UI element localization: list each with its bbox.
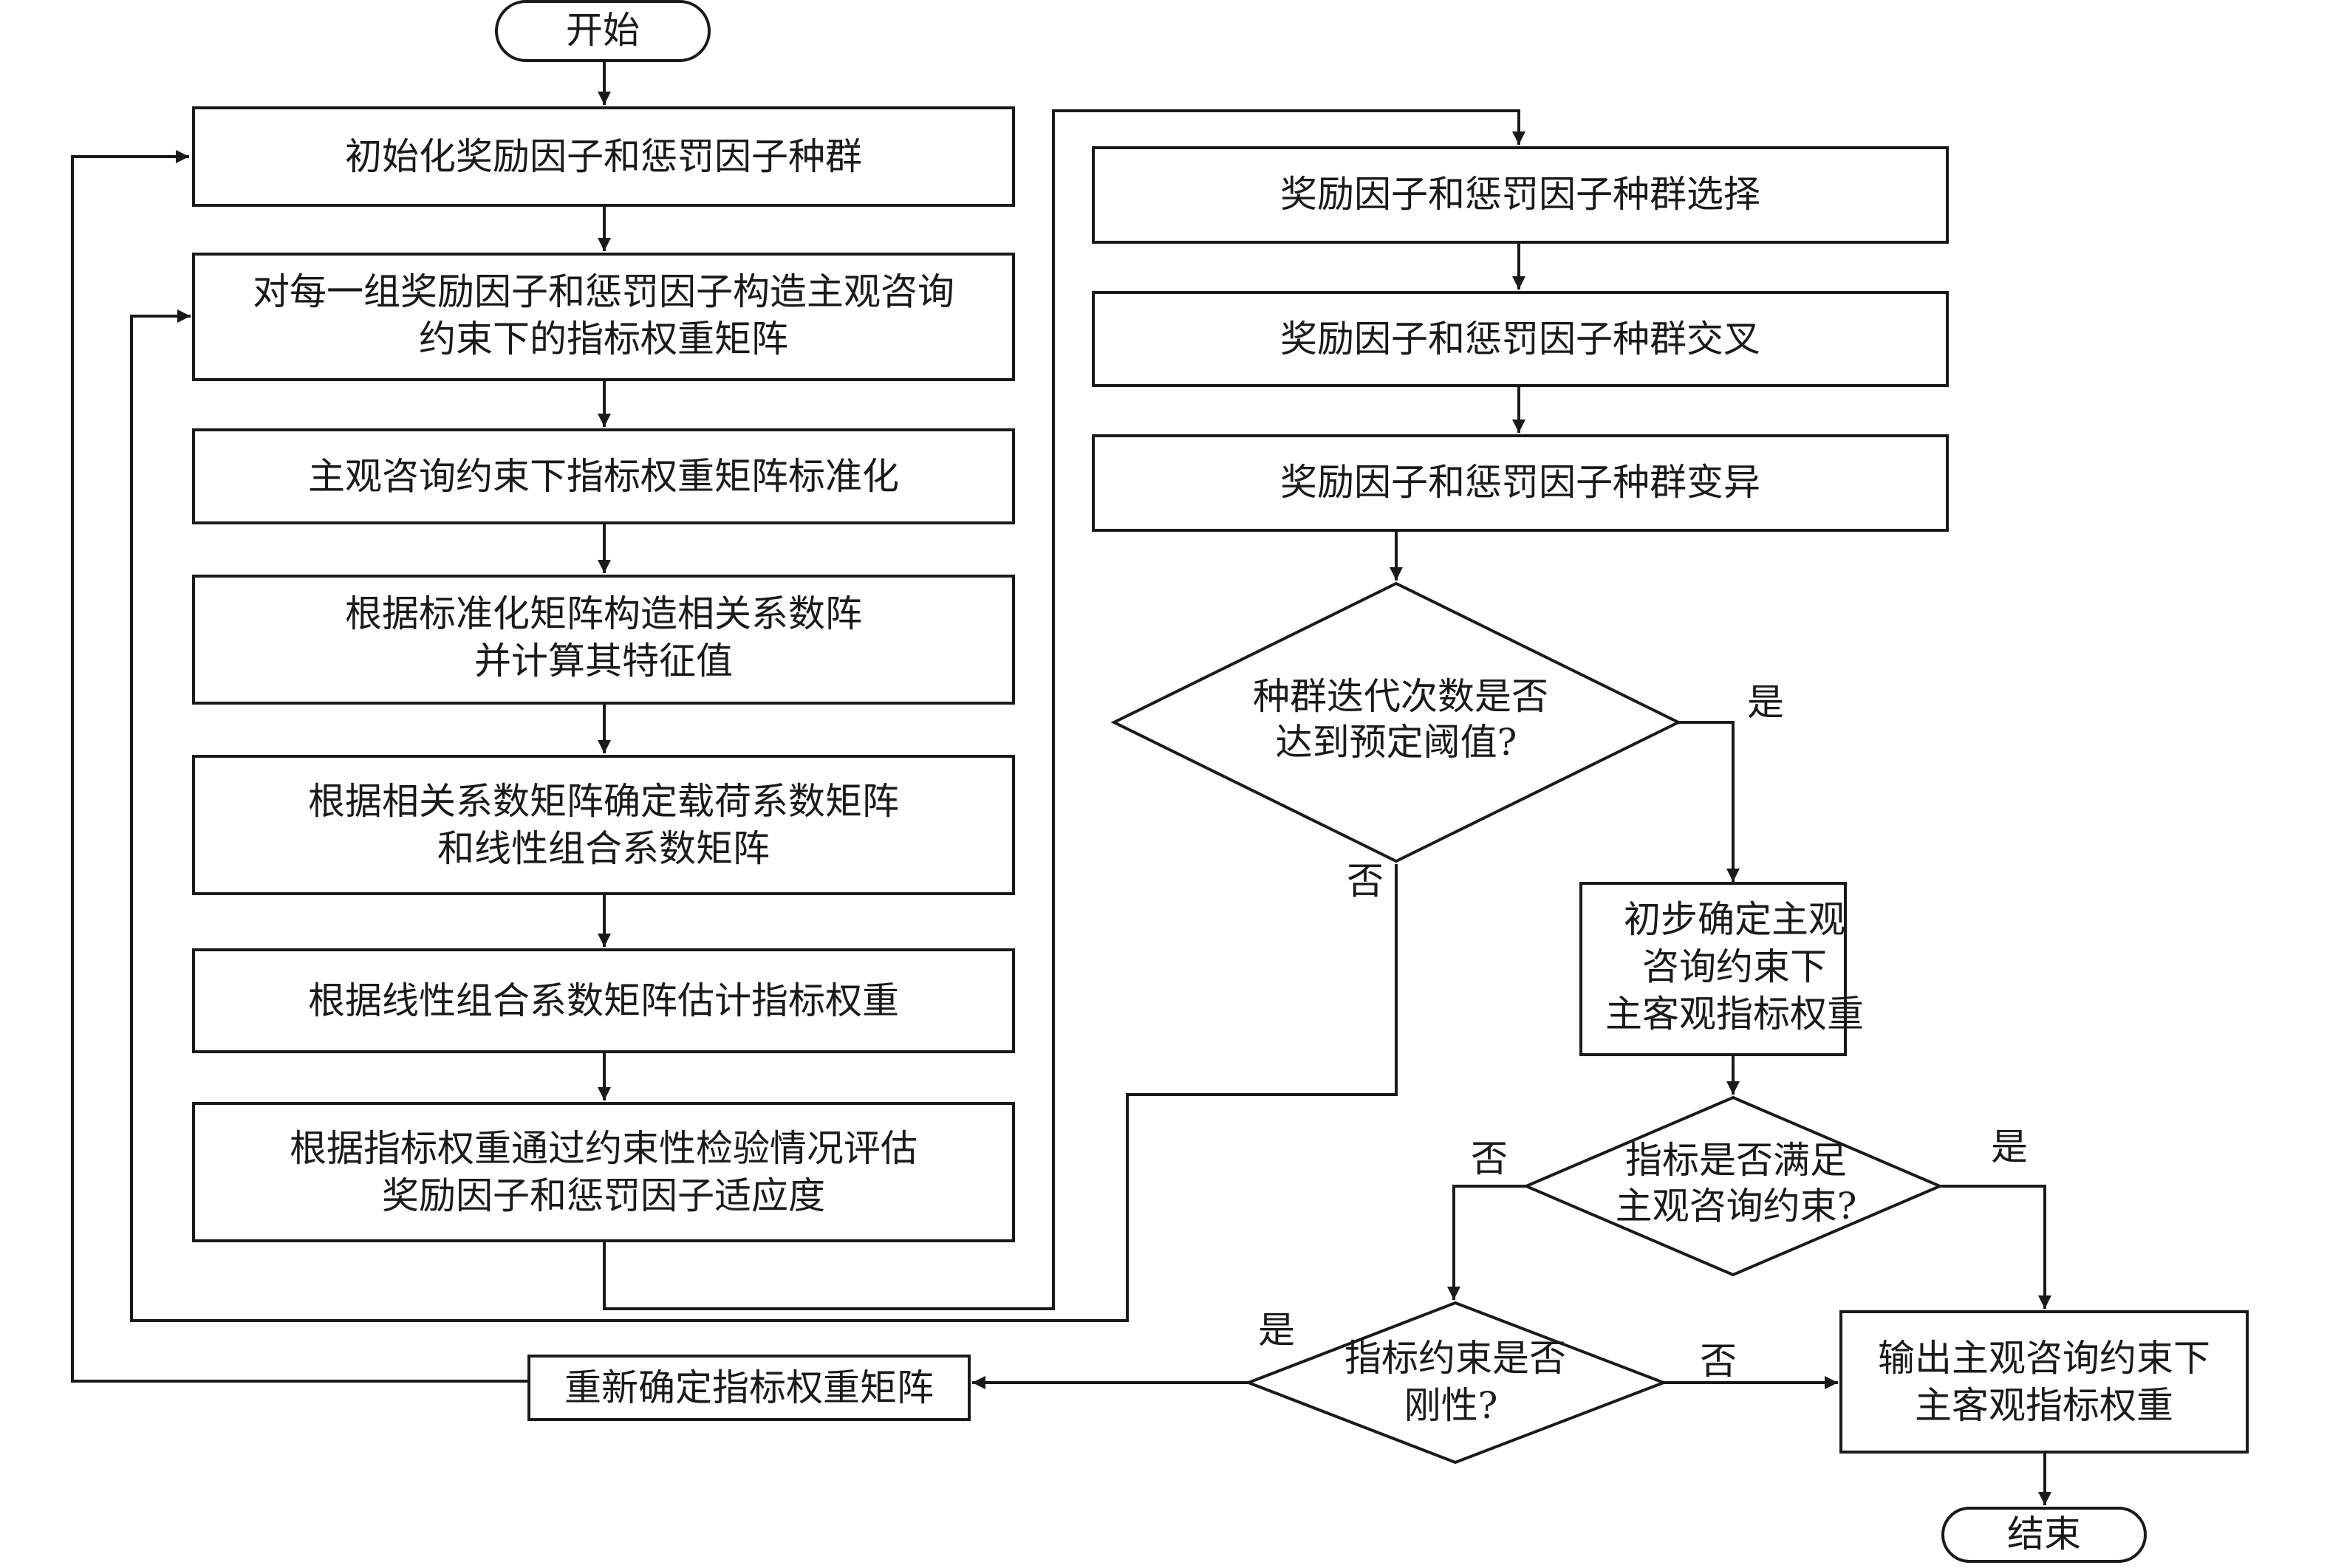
iteration-check-label-line2: 达到预定阈值? bbox=[1276, 721, 1517, 764]
correlation-box: 根据标准化矩阵构造相关系数阵 并计算其特征值 bbox=[192, 575, 1015, 705]
arrow-redetermine-to-init bbox=[71, 150, 527, 1383]
preliminary-weight-box: 初步确定主观 咨询约束下 主客观指标权重 bbox=[1579, 882, 1864, 1056]
arrow-fitness-to-selection bbox=[603, 109, 1525, 1310]
end-terminal: 结束 bbox=[1941, 1507, 2147, 1563]
loading-box: 根据相关系数矩阵确定载荷系数矩阵 和线性组合系数矩阵 bbox=[192, 755, 1015, 895]
loading-label-line1: 根据相关系数矩阵确定载荷系数矩阵 bbox=[308, 780, 899, 823]
constraint-check-diamond: 指标是否满足 主观咨询约束? bbox=[1522, 1095, 1944, 1277]
correlation-label-line1: 根据标准化矩阵构造相关系数阵 bbox=[345, 592, 862, 635]
start-label: 开始 bbox=[566, 9, 640, 52]
construct-matrix-label-line2: 约束下的指标权重矩阵 bbox=[419, 318, 788, 360]
standardize-label: 主观咨询约束下指标权重矩阵标准化 bbox=[308, 455, 899, 498]
standardize-box: 主观咨询约束下指标权重矩阵标准化 bbox=[192, 428, 1015, 524]
output-label-line2: 主客观指标权重 bbox=[1915, 1384, 2173, 1427]
redetermine-label: 重新确定指标权重矩阵 bbox=[564, 1366, 934, 1409]
estimate-weight-box: 根据线性组合系数矩阵估计指标权重 bbox=[192, 948, 1015, 1053]
arrow-iteration-no bbox=[130, 309, 1398, 1322]
output-label-line1: 输出主观咨询约束下 bbox=[1878, 1337, 2210, 1380]
loading-label-line2: 和线性组合系数矩阵 bbox=[437, 827, 770, 870]
start-terminal: 开始 bbox=[495, 0, 711, 62]
arrow-constraint-yes bbox=[1941, 1185, 2051, 1309]
iteration-no-label: 否 bbox=[1347, 860, 1384, 903]
construct-matrix-box: 对每一组奖励因子和惩罚因子构造主观咨询 约束下的指标权重矩阵 bbox=[192, 253, 1015, 381]
estimate-weight-label: 根据线性组合系数矩阵估计指标权重 bbox=[308, 979, 899, 1022]
rigid-check-label-line2: 刚性? bbox=[1404, 1384, 1498, 1427]
preliminary-weight-label-line3: 主客观指标权重 bbox=[1605, 993, 1864, 1035]
crossover-box: 奖励因子和惩罚因子种群交叉 bbox=[1092, 291, 1949, 387]
arrow-constraint-no bbox=[1447, 1185, 1526, 1300]
redetermine-box: 重新确定指标权重矩阵 bbox=[527, 1355, 971, 1421]
iteration-yes-label: 是 bbox=[1747, 681, 1784, 724]
iteration-check-label-line1: 种群迭代次数是否 bbox=[1253, 675, 1548, 718]
correlation-label-line2: 并计算其特征值 bbox=[474, 640, 733, 682]
output-box: 输出主观咨询约束下 主客观指标权重 bbox=[1839, 1310, 2249, 1454]
crossover-label: 奖励因子和惩罚因子种群交叉 bbox=[1280, 318, 1760, 360]
constraint-yes-label: 是 bbox=[1991, 1126, 2028, 1168]
fitness-box: 根据指标权重通过约束性检验情况评估 奖励因子和惩罚因子适应度 bbox=[192, 1102, 1015, 1242]
selection-box: 奖励因子和惩罚因子种群选择 bbox=[1092, 146, 1949, 244]
init-population-label: 初始化奖励因子和惩罚因子种群 bbox=[345, 135, 862, 178]
mutation-label: 奖励因子和惩罚因子种群变异 bbox=[1280, 461, 1760, 504]
rigid-check-diamond: 指标约束是否 刚性? bbox=[1244, 1301, 1668, 1465]
init-population-box: 初始化奖励因子和惩罚因子种群 bbox=[192, 106, 1015, 207]
arrow-iteration-yes bbox=[1678, 721, 1740, 882]
rigid-check-label-line1: 指标约束是否 bbox=[1344, 1337, 1566, 1380]
selection-label: 奖励因子和惩罚因子种群选择 bbox=[1280, 173, 1760, 216]
constraint-check-label-line2: 主观咨询约束? bbox=[1616, 1185, 1857, 1228]
mutation-box: 奖励因子和惩罚因子种群变异 bbox=[1092, 434, 1949, 532]
end-label: 结束 bbox=[2007, 1513, 2081, 1555]
fitness-label-line1: 根据指标权重通过约束性检验情况评估 bbox=[290, 1127, 918, 1170]
preliminary-weight-label-line1: 初步确定主观 bbox=[1624, 898, 1845, 941]
rigid-yes-label: 是 bbox=[1258, 1309, 1295, 1352]
construct-matrix-label-line1: 对每一组奖励因子和惩罚因子构造主观咨询 bbox=[253, 270, 954, 313]
iteration-check-diamond: 种群迭代次数是否 达到预定阈值? bbox=[1110, 581, 1682, 863]
constraint-no-label: 否 bbox=[1471, 1137, 1508, 1180]
preliminary-weight-label-line2: 咨询约束下 bbox=[1642, 945, 1827, 988]
rigid-no-label: 否 bbox=[1700, 1340, 1737, 1383]
fitness-label-line2: 奖励因子和惩罚因子适应度 bbox=[382, 1174, 825, 1217]
constraint-check-label-line1: 指标是否满足 bbox=[1625, 1139, 1847, 1182]
